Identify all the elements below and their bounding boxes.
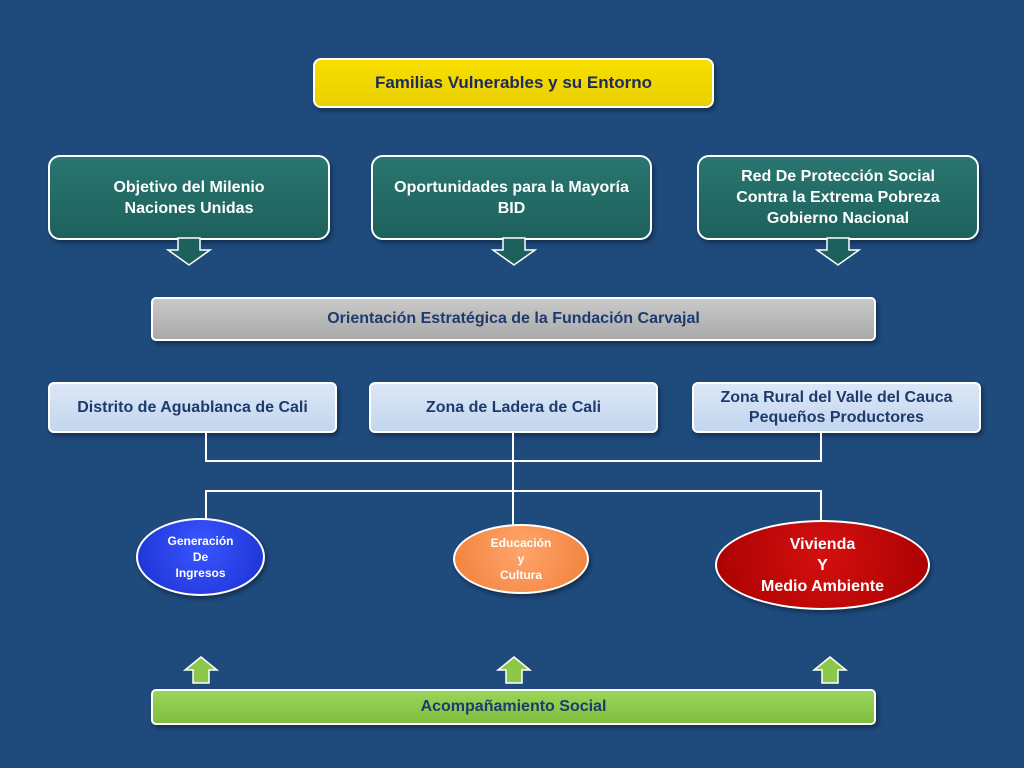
source-box-bid: Oportunidades para la Mayoría BID (371, 155, 652, 240)
program-line: Y (817, 556, 828, 574)
source-box-gobierno: Red De Protección Social Contra la Extre… (697, 155, 979, 240)
connector-line (205, 490, 207, 522)
connector-line (512, 433, 514, 528)
program-line: Cultura (500, 568, 542, 582)
program-line: Educación (490, 536, 552, 550)
connector-line (820, 433, 822, 461)
program-line: y (517, 552, 525, 566)
support-label: Acompañamiento Social (420, 698, 607, 715)
program-line: Vivienda (789, 535, 856, 553)
connector-line (205, 433, 207, 461)
down-arrow-icon (490, 237, 538, 266)
top-title-text: Familias Vulnerables y su Entorno (374, 73, 653, 92)
program-oval-educacion: Educación y Cultura (453, 524, 589, 594)
source-line: Objetivo del Milenio (113, 178, 265, 196)
program-oval-ingresos: Generación De Ingresos (136, 518, 265, 596)
zone-box-ladera: Zona de Ladera de Cali (369, 382, 658, 433)
up-arrow-icon (495, 656, 533, 684)
zone-line: Pequeños Productores (748, 408, 925, 426)
source-line: Gobierno Nacional (766, 210, 910, 227)
program-line: De (192, 550, 209, 564)
down-arrow-icon (814, 237, 862, 266)
up-arrow-icon (811, 656, 849, 684)
program-oval-vivienda: Vivienda Y Medio Ambiente (715, 520, 930, 610)
zone-line: Distrito de Aguablanca de Cali (77, 398, 308, 416)
program-line: Medio Ambiente (761, 577, 884, 595)
source-line: Naciones Unidas (124, 199, 254, 217)
zone-box-aguablanca: Distrito de Aguablanca de Cali (48, 382, 337, 433)
program-line: Ingresos (175, 566, 226, 580)
zone-line: Zona de Ladera de Cali (425, 398, 602, 416)
source-line: Contra la Extrema Pobreza (736, 189, 940, 206)
support-bar: Acompañamiento Social (151, 689, 876, 725)
top-title-box: Familias Vulnerables y su Entorno (313, 58, 714, 108)
connector-line (820, 490, 822, 520)
program-line: Generación (167, 534, 234, 548)
connector-line (205, 490, 822, 492)
strategy-bar: Orientación Estratégica de la Fundación … (151, 297, 876, 341)
zone-box-rural: Zona Rural del Valle del Cauca Pequeños … (692, 382, 981, 433)
down-arrow-icon (165, 237, 213, 266)
source-line: Oportunidades para la Mayoría (394, 178, 629, 196)
zone-line: Zona Rural del Valle del Cauca (720, 388, 953, 406)
source-box-milenio: Objetivo del Milenio Naciones Unidas (48, 155, 330, 240)
source-line: BID (497, 199, 526, 217)
source-line: Red De Protección Social (741, 168, 935, 185)
strategy-label: Orientación Estratégica de la Fundación … (327, 310, 700, 327)
up-arrow-icon (182, 656, 220, 684)
